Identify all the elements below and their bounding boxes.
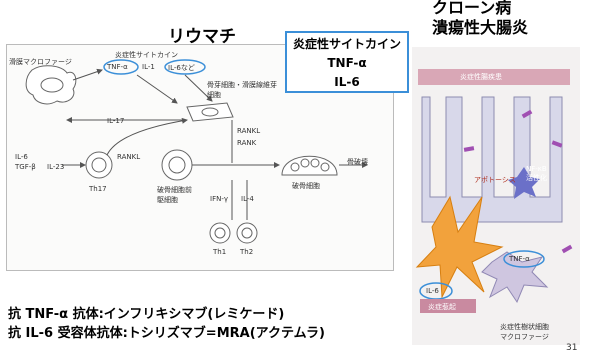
- fibroblast-label: 骨芽細胞・滑膜線維芽細胞: [207, 81, 277, 99]
- th17-nucleus: [91, 157, 107, 173]
- ibd-title: クローン病 潰瘍性大腸炎: [432, 0, 528, 38]
- ra-il4-label: IL-4: [241, 195, 254, 203]
- th2-label: Th2: [240, 248, 254, 256]
- macrophage-label: 滑膜マクロファージ: [9, 58, 72, 66]
- il17-label: IL-17: [107, 117, 125, 125]
- pathway-arrows: [62, 68, 368, 220]
- epithelium-layer: [421, 96, 563, 223]
- osteoclast-nuclei: [290, 158, 330, 172]
- fibroblast-nucleus: [201, 107, 219, 117]
- ra-tnf-label: TNF-α: [107, 63, 128, 71]
- osteoclast-precursor-nucleus: [168, 156, 186, 174]
- ibd-tnf-label: TNF-α: [509, 255, 530, 263]
- macrophage-nucleus: [40, 77, 64, 93]
- cytokine-header-label: 炎症性サイトカイン: [115, 51, 178, 59]
- ibd-pathway-figure: 炎症性腸疾患 アポトーシス NF-κB 活性化 TNF-α IL-6 炎症惹起 …: [412, 47, 580, 345]
- ibd-title-line2: 潰瘍性大腸炎: [432, 18, 529, 37]
- rankl-mid-label: RANKL: [117, 153, 141, 161]
- th17-label: Th17: [89, 185, 107, 193]
- ra-il6-etc-label: IL-6など: [168, 64, 195, 72]
- apoptosis-label: アポトーシス: [474, 176, 516, 184]
- nfkb-label-line2: 活性化: [526, 174, 547, 182]
- th1-label: Th1: [213, 248, 227, 256]
- nfkb-label: NF-κB 活性化: [526, 165, 547, 183]
- inflammation-label: 炎症惹起: [428, 303, 456, 311]
- il23-label: IL-23: [47, 163, 65, 171]
- osteoclast-precursor-label: 破骨細胞前駆細胞: [157, 186, 192, 204]
- osteoclast-label: 破骨細胞: [292, 182, 320, 190]
- ra-il1-label: IL-1: [142, 63, 155, 71]
- ibd-header-label: 炎症性腸疾患: [460, 73, 502, 81]
- cytokine-callout-line1: 炎症性サイトカイン: [292, 37, 401, 51]
- ibd-il6-label: IL-6: [426, 287, 439, 295]
- cytokine-callout-line2: TNF-α: [327, 56, 367, 70]
- apoptosis-burst: [415, 195, 504, 299]
- anti-tnf-drug-line: 抗 TNF-α 抗体:インフリキシマブ(レミケード): [8, 307, 285, 322]
- rank-label: RANK: [237, 139, 257, 147]
- cytokine-callout-line3: IL-6: [334, 75, 360, 89]
- dendritic-cell-label: 炎症性樹状細胞 マクロファージ: [500, 322, 549, 342]
- anti-il6-drug-line: 抗 IL-6 受容体抗体:トシリズマブ=MRA(アクテムラ): [8, 326, 325, 341]
- nfkb-star: [508, 167, 540, 199]
- bone-destruction-label: 骨破壊: [347, 158, 368, 166]
- tnf-highlight-oval: [103, 59, 139, 75]
- tgf-label: TGF-β: [15, 163, 36, 171]
- ibd-title-line1: クローン病: [432, 0, 512, 17]
- ibd-pathway-illustration: [415, 69, 573, 313]
- inflammation-band: [420, 299, 476, 313]
- cytokine-particles: [463, 109, 573, 254]
- nfkb-label-line1: NF-κB: [526, 165, 547, 173]
- ra-pathway-diagram: [25, 59, 368, 244]
- ibd-header-band: [418, 69, 570, 85]
- ibd-tnf-highlight-oval: [503, 250, 545, 268]
- ifn-label: IFN-γ: [210, 195, 228, 203]
- dendritic-cell-label-line1: 炎症性樹状細胞: [500, 323, 549, 331]
- dendritic-cell: [481, 251, 549, 304]
- ra-il6-label: IL-6: [15, 153, 28, 161]
- cytokine-callout-box: 炎症性サイトカイン TNF-α IL-6: [285, 31, 409, 93]
- rankl-top-label: RANKL: [237, 127, 261, 135]
- dendritic-cell-label-line2: マクロファージ: [500, 333, 549, 341]
- ra-title: リウマチ: [168, 27, 236, 47]
- page-number: 31: [566, 343, 578, 353]
- il6-highlight-oval: [164, 59, 206, 75]
